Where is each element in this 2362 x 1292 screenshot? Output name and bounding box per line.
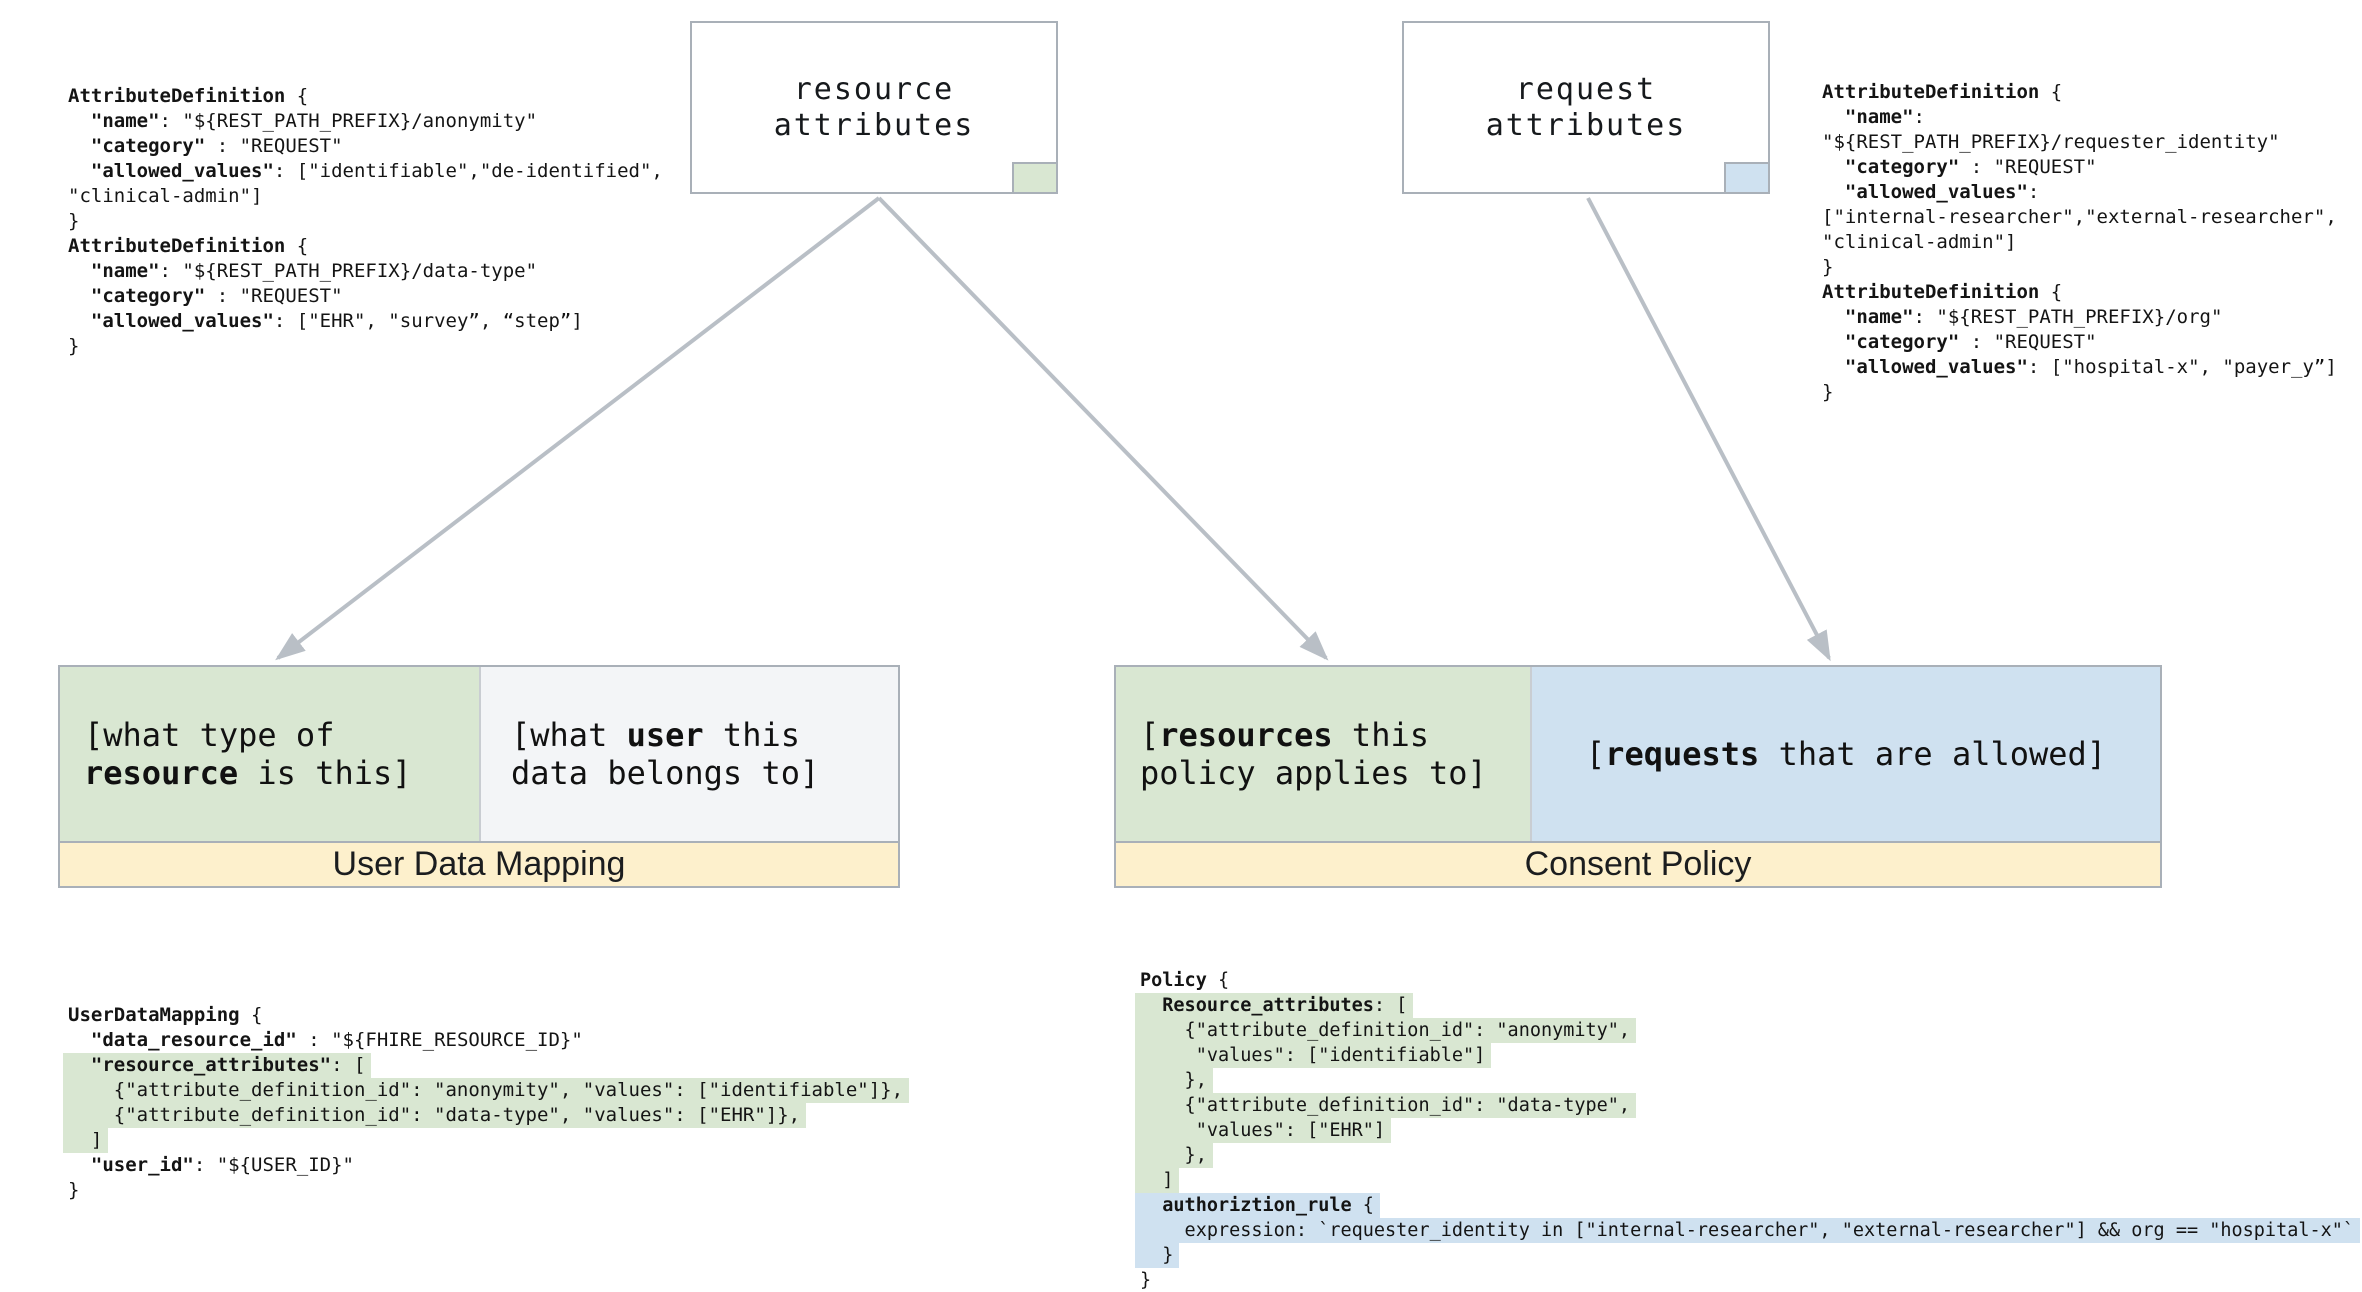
resource-attributes-label-line1: resource	[793, 71, 955, 107]
attrdef-code-request: AttributeDefinition { "name":"${REST_PAT…	[1822, 81, 2337, 403]
resource-attributes-label-line2: attributes	[773, 107, 975, 143]
user-data-mapping-code: UserDataMapping { "data_resource_id" : "…	[63, 1003, 910, 1203]
resource-green-chip	[1012, 162, 1058, 194]
request-attributes-box: request attributes	[1402, 21, 1770, 194]
request-attributes-label-line1: request	[1515, 71, 1657, 107]
user-data-mapping-band: User Data Mapping	[60, 841, 898, 886]
cp-requests-cell: [requests that are allowed]	[1532, 667, 2160, 841]
attrdef-code-resource: AttributeDefinition { "name": "${REST_PA…	[68, 85, 663, 357]
request-attributes-label-line2: attributes	[1485, 107, 1687, 143]
arrow-resource-attributes-to-consent-policy	[877, 196, 1329, 661]
policy-code: Policy { Resource_attributes: [ {"attrib…	[1135, 968, 2361, 1292]
user-data-mapping-label: User Data Mapping	[332, 845, 626, 883]
resource-attributes-box: resource attributes	[690, 21, 1058, 194]
request-blue-chip	[1724, 162, 1770, 194]
consent-policy-band: Consent Policy	[1116, 841, 2160, 886]
consent-policy-label: Consent Policy	[1524, 845, 1752, 883]
arrow-request-attributes-to-consent-policy	[1586, 197, 1831, 662]
